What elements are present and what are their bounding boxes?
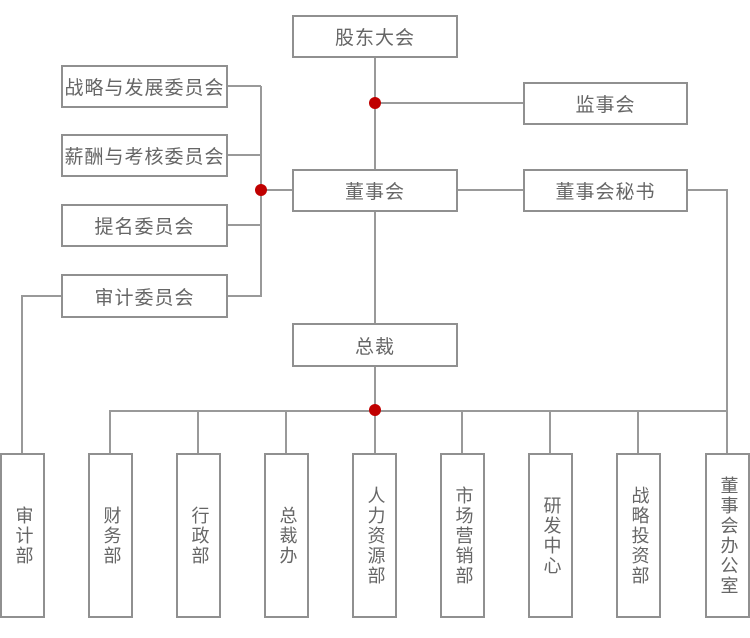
- connector-drop-president-office: [285, 410, 287, 453]
- connector-drop-marketing: [461, 410, 463, 453]
- node-shareholders: 股东大会: [292, 15, 458, 58]
- connector-drop-finance: [109, 410, 111, 453]
- dept-strategic-investment: 战略投资部: [616, 453, 661, 618]
- connector-audit-committee-dept: [21, 296, 23, 453]
- connector-shareholders-board: [374, 58, 376, 169]
- connector-audit-committee-left: [21, 295, 61, 297]
- dept-finance: 财务部: [88, 453, 133, 618]
- committee-compensation: 薪酬与考核委员会: [61, 134, 228, 177]
- node-president: 总裁: [292, 323, 458, 367]
- dept-rd-center: 研发中心: [528, 453, 573, 618]
- node-board-secretary: 董事会秘书: [523, 169, 688, 212]
- connector-drop-rd-center: [549, 410, 551, 453]
- connector-drop-strategic-investment: [637, 410, 639, 453]
- connector-committee-compensation-stub: [228, 154, 261, 156]
- connector-board-president: [374, 212, 376, 323]
- junction-dot-supervisory: [369, 97, 381, 109]
- connector-committee-audit-stub: [227, 295, 261, 297]
- connector-secretary-down: [726, 189, 728, 453]
- junction-dot-departments: [369, 404, 381, 416]
- node-board: 董事会: [292, 169, 458, 212]
- dept-board-office: 董事会办公室: [705, 453, 750, 618]
- dept-hr: 人力资源部: [352, 453, 397, 618]
- committee-audit: 审计委员会: [61, 274, 228, 318]
- connector-secretary-right: [688, 189, 728, 191]
- dept-marketing: 市场营销部: [440, 453, 485, 618]
- connector-committee-strategy-stub: [228, 85, 261, 87]
- dept-audit: 审计部: [0, 453, 45, 618]
- committee-nomination: 提名委员会: [61, 204, 228, 247]
- connector-committee-nomination-stub: [228, 224, 261, 226]
- committee-strategy: 战略与发展委员会: [61, 65, 228, 108]
- connector-distribution-line: [109, 410, 728, 412]
- connector-spine-board: [261, 189, 292, 191]
- junction-dot-committees: [255, 184, 267, 196]
- connector-board-secretary: [458, 189, 523, 191]
- connector-to-supervisory-board: [375, 102, 523, 104]
- dept-president-office: 总裁办: [264, 453, 309, 618]
- node-supervisory-board: 监事会: [523, 82, 688, 125]
- connector-drop-admin: [197, 410, 199, 453]
- dept-admin: 行政部: [176, 453, 221, 618]
